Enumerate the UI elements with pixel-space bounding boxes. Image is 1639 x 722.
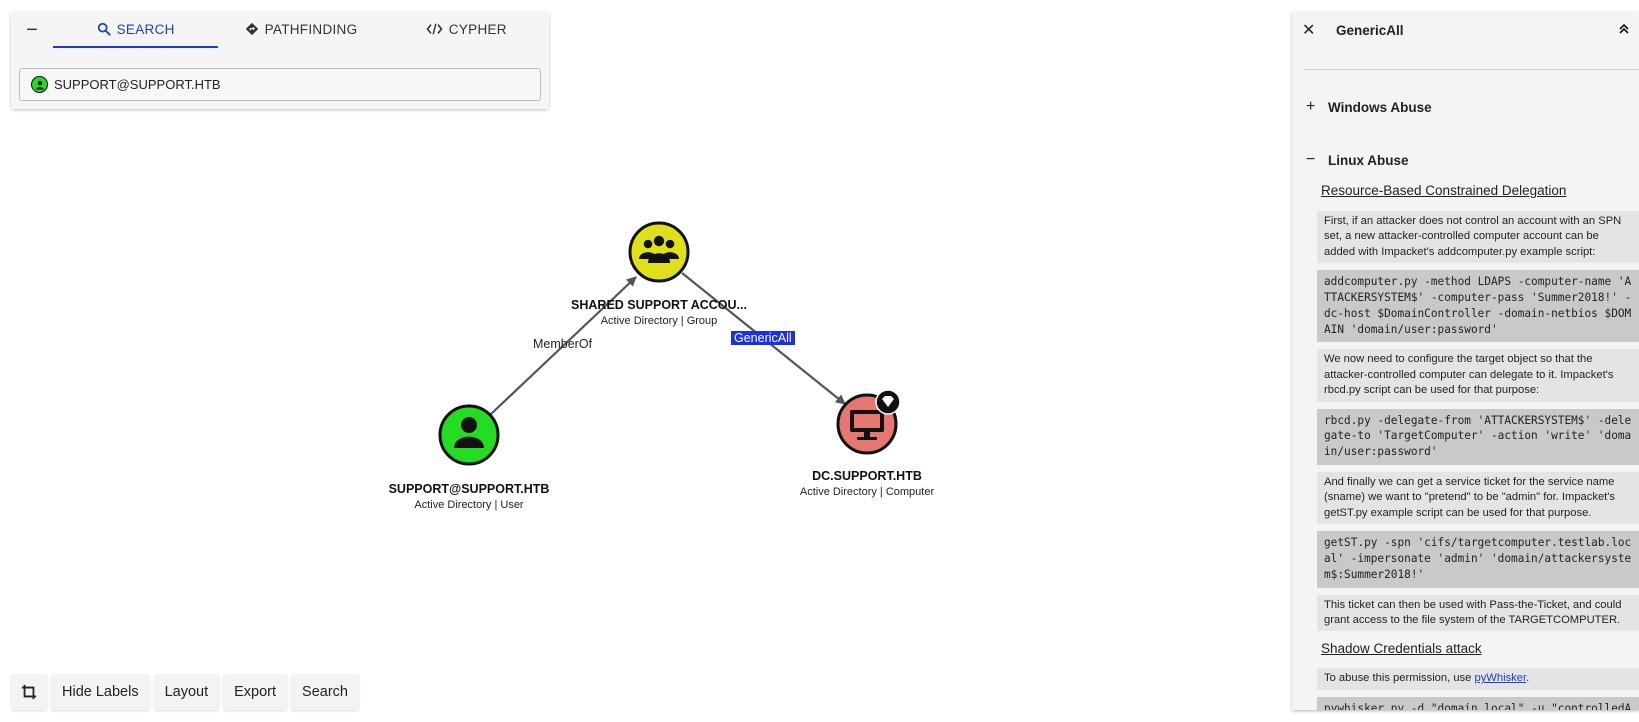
panel-header: ✕ GenericAll <box>1292 12 1639 48</box>
node-group[interactable] <box>628 221 690 283</box>
code-getst: getST.py -spn 'cifs/targetcomputer.testl… <box>1317 531 1639 588</box>
panel-body[interactable]: + Windows Abuse − Linux Abuse Resource-B… <box>1292 48 1639 710</box>
pywhisker-link[interactable]: pyWhisker <box>1474 672 1527 685</box>
node-group-type: Active Directory | Group <box>600 315 718 327</box>
search-body: SUPPORT@SUPPORT.HTB <box>11 48 549 109</box>
node-group-name: SHARED SUPPORT ACCOU... <box>571 298 747 312</box>
code-pywhisker: pywhisker.py -d "domain.local" -u "contr… <box>1317 696 1639 710</box>
node-computer[interactable] <box>836 389 901 455</box>
graph-toolbar: Hide Labels Layout Export Search <box>11 674 359 710</box>
linux-abuse-content: Resource-Based Constrained Delegation Fi… <box>1317 182 1639 710</box>
node-user-type: Active Directory | User <box>414 499 524 511</box>
collapse-up-icon[interactable] <box>1609 23 1639 38</box>
tab-pathfinding[interactable]: PATHFINDING <box>218 12 383 48</box>
divider <box>1304 69 1639 70</box>
diamond-route-icon <box>245 22 258 36</box>
shadow-credentials-title[interactable]: Shadow Credentials attack <box>1321 641 1482 657</box>
hide-labels-button[interactable]: Hide Labels <box>51 674 150 710</box>
graph-canvas[interactable] <box>0 0 1292 722</box>
node-user[interactable] <box>438 404 500 466</box>
crop-button[interactable] <box>11 674 47 710</box>
search-tabs: − SEARCH PATHFINDING CYPHER <box>11 12 549 48</box>
tab-cypher-label: CYPHER <box>448 21 507 37</box>
user-node-icon <box>454 417 484 448</box>
edge-genericall-label[interactable]: GenericAll <box>731 331 795 345</box>
node-computer-name: DC.SUPPORT.HTB <box>812 469 922 483</box>
tab-search-label: SEARCH <box>116 21 175 37</box>
rbcd-paragraph-1: First, if an attacker does not control a… <box>1317 211 1639 264</box>
windows-abuse-accordion[interactable]: + Windows Abuse <box>1306 98 1432 116</box>
layout-button[interactable]: Layout <box>153 674 220 710</box>
node-computer-type: Active Directory | Computer <box>799 486 935 498</box>
rbcd-paragraph-3: And finally we can get a service ticket … <box>1317 472 1639 525</box>
panel-title: GenericAll <box>1336 22 1404 38</box>
search-value: SUPPORT@SUPPORT.HTB <box>54 77 221 92</box>
code-rbcd: rbcd.py -delegate-from 'ATTACKERSYSTEM$'… <box>1317 408 1639 466</box>
windows-abuse-label: Windows Abuse <box>1328 99 1432 115</box>
shadow-prefix: To abuse this permission, use <box>1324 672 1475 685</box>
code-addcomputer: addcomputer.py -method LDAPS -computer-n… <box>1317 270 1639 343</box>
rbcd-paragraph-2: We now need to configure the target obje… <box>1317 349 1639 402</box>
search-icon <box>97 22 111 36</box>
node-group-label: SHARED SUPPORT ACCOU... Active Directory… <box>571 298 747 327</box>
shadow-paragraph-1: To abuse this permission, use pyWhisker. <box>1317 668 1639 690</box>
edge-memberof-label[interactable]: MemberOf <box>533 337 593 351</box>
computer-icon <box>850 410 884 440</box>
rbcd-paragraph-4: This ticket can then be used with Pass-t… <box>1317 594 1639 632</box>
search-button[interactable]: Search <box>291 674 359 710</box>
search-panel: − SEARCH PATHFINDING CYPHER SUPPORT@SUPP… <box>11 12 549 109</box>
tab-cypher[interactable]: CYPHER <box>384 12 549 48</box>
node-user-name: SUPPORT@SUPPORT.HTB <box>388 482 550 496</box>
edge-memberof[interactable] <box>490 276 637 415</box>
collapse-panel-button[interactable]: − <box>11 12 53 48</box>
node-computer-label: DC.SUPPORT.HTB Active Directory | Comput… <box>800 469 934 498</box>
close-icon[interactable]: ✕ <box>1302 22 1316 39</box>
gem-icon <box>875 389 901 415</box>
search-input[interactable]: SUPPORT@SUPPORT.HTB <box>19 68 541 101</box>
rbcd-section-title[interactable]: Resource-Based Constrained Delegation <box>1321 183 1567 198</box>
crop-icon <box>21 684 37 700</box>
shadow-suffix: . <box>1526 672 1530 685</box>
linux-abuse-accordion[interactable]: − Linux Abuse <box>1306 151 1409 169</box>
plus-icon: + <box>1306 98 1316 115</box>
linux-abuse-label: Linux Abuse <box>1328 152 1409 168</box>
user-icon <box>31 76 48 93</box>
minus-icon: − <box>26 18 38 41</box>
edge-info-panel: ✕ GenericAll + Windows Abuse − Linux Abu… <box>1292 12 1639 710</box>
minus-icon: − <box>1306 151 1316 168</box>
code-icon <box>426 23 443 35</box>
group-icon <box>639 235 679 263</box>
tab-pathfinding-label: PATHFINDING <box>264 21 358 37</box>
node-user-label: SUPPORT@SUPPORT.HTB Active Directory | U… <box>389 482 550 511</box>
tab-search[interactable]: SEARCH <box>53 12 219 48</box>
export-button[interactable]: Export <box>223 674 288 710</box>
